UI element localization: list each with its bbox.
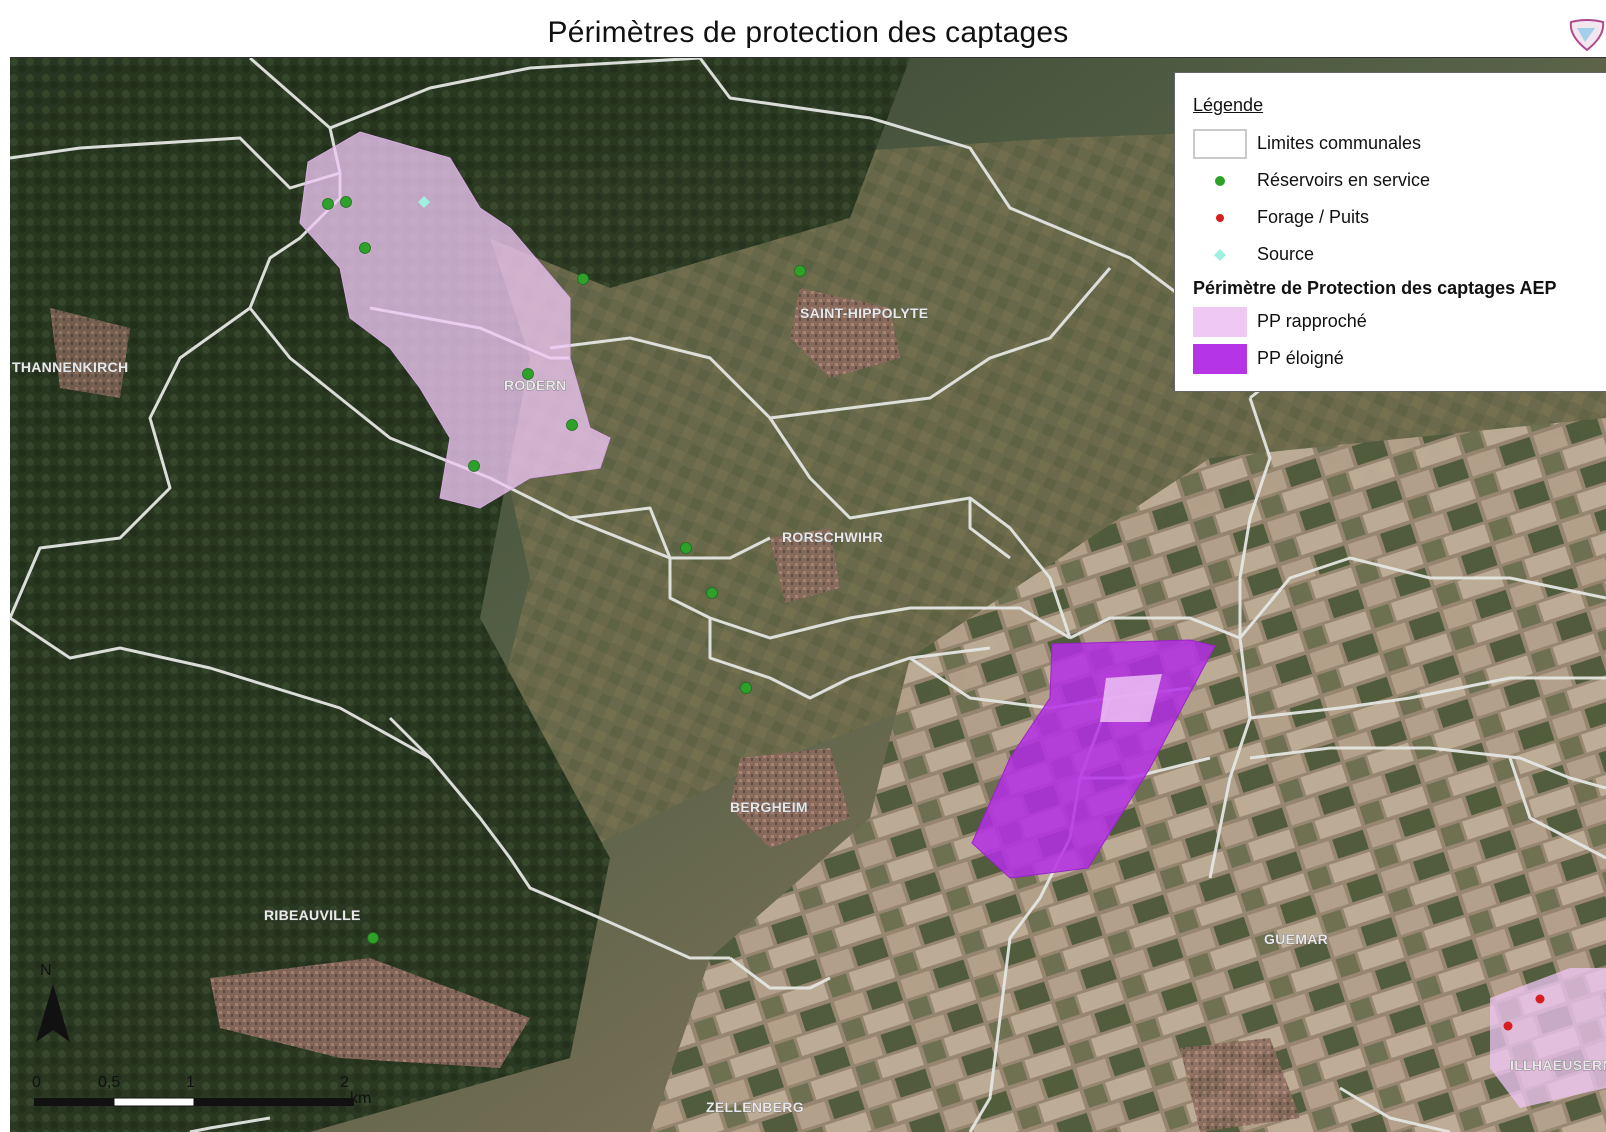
legend-item-reservoirs: Réservoirs en service — [1175, 166, 1606, 196]
legend-item-source: Source — [1175, 240, 1606, 270]
legend-label-pp-rapproche: PP rapproché — [1257, 311, 1367, 331]
reservoir-marker[interactable] — [522, 368, 534, 380]
red-dot-icon — [1216, 214, 1224, 222]
reservoir-marker[interactable] — [680, 542, 692, 554]
well-marker[interactable] — [1535, 994, 1545, 1004]
legend-item-pp-rapproche: PP rapproché — [1175, 307, 1606, 337]
scale-tick-05: 0,5 — [98, 1074, 121, 1091]
reservoir-marker[interactable] — [322, 198, 334, 210]
source-marker[interactable] — [418, 196, 430, 208]
legend-section-title: Périmètre de Protection des captages AEP — [1193, 278, 1557, 298]
scale-unit: km — [350, 1090, 372, 1107]
reservoir-marker[interactable] — [794, 265, 806, 277]
reservoir-markers — [322, 196, 806, 944]
town-bergheim — [730, 748, 850, 848]
place-rorschwihr: RORSCHWIHR — [782, 529, 883, 545]
green-dot-icon — [1215, 176, 1225, 186]
legend-label-forage: Forage / Puits — [1257, 207, 1370, 227]
reservoir-marker[interactable] — [566, 419, 578, 431]
well-marker[interactable] — [1503, 1021, 1513, 1031]
scale-tick-1: 1 — [186, 1074, 195, 1091]
place-thannenkirch: THANNENKIRCH — [12, 359, 128, 375]
north-arrow-icon — [36, 984, 70, 1042]
reservoir-marker[interactable] — [359, 242, 371, 254]
map-title: Périmètres de protection des captages — [547, 16, 1069, 49]
place-illhaeusern: ILLHAEUSERN — [1510, 1057, 1606, 1073]
pp-rapproche-swatch — [1193, 307, 1247, 337]
place-ribeauville: RIBEAUVILLE — [264, 907, 361, 923]
pp-rapproche-central — [1100, 674, 1162, 722]
legend-item-limites: Limites communales — [1175, 129, 1606, 159]
pp-rapproche-north — [299, 131, 611, 509]
forest-area-north — [260, 58, 910, 288]
outline-box-icon — [1193, 129, 1247, 159]
place-guemar: GUEMAR — [1264, 931, 1328, 947]
place-rodern: RODERN — [504, 377, 566, 393]
source-markers — [418, 196, 430, 208]
town-guemar — [1180, 1038, 1300, 1132]
legend-label-reservoirs: Réservoirs en service — [1257, 170, 1431, 190]
title-bar: Périmètres de protection des captages — [10, 10, 1606, 58]
reservoir-marker[interactable] — [740, 682, 752, 694]
scale-bar-graphic — [34, 1097, 354, 1107]
legend-item-pp-eloigne: PP éloigné — [1175, 344, 1606, 374]
reservoir-marker[interactable] — [577, 273, 589, 285]
legend-label-pp-eloigne: PP éloigné — [1257, 348, 1344, 368]
town-ribeauville — [210, 958, 530, 1068]
reservoir-marker[interactable] — [367, 932, 379, 944]
legend-panel: Légende Limites communales Réservoirs en… — [1174, 72, 1606, 392]
scale-tick-0: 0 — [32, 1074, 41, 1091]
town-saint-hippolyte — [790, 288, 900, 378]
place-saint-hippolyte: SAINT-HIPPOLYTE — [800, 305, 928, 321]
reservoir-marker[interactable] — [468, 460, 480, 472]
logo-icon — [1567, 18, 1606, 54]
legend-label-limites: Limites communales — [1257, 133, 1422, 153]
scale-bar: 0 0,5 1 2 km — [28, 1074, 398, 1114]
well-markers — [1503, 994, 1545, 1031]
place-bergheim: BERGHEIM — [730, 799, 808, 815]
legend-title: Légende — [1193, 95, 1264, 115]
pp-rapproche-east — [1490, 968, 1606, 1108]
place-zellenberg: ZELLENBERG — [706, 1099, 804, 1115]
north-label: N — [40, 962, 52, 979]
scale-tick-2: 2 — [340, 1074, 349, 1091]
reservoir-marker[interactable] — [706, 587, 718, 599]
town-rorschwihr — [770, 528, 840, 603]
cyan-diamond-icon — [1214, 249, 1226, 261]
town-thannenkirch — [50, 308, 130, 398]
legend-label-source: Source — [1257, 244, 1315, 264]
reservoir-marker[interactable] — [340, 196, 352, 208]
legend-item-forage: Forage / Puits — [1175, 203, 1606, 233]
pp-eloigne-swatch — [1193, 344, 1247, 374]
